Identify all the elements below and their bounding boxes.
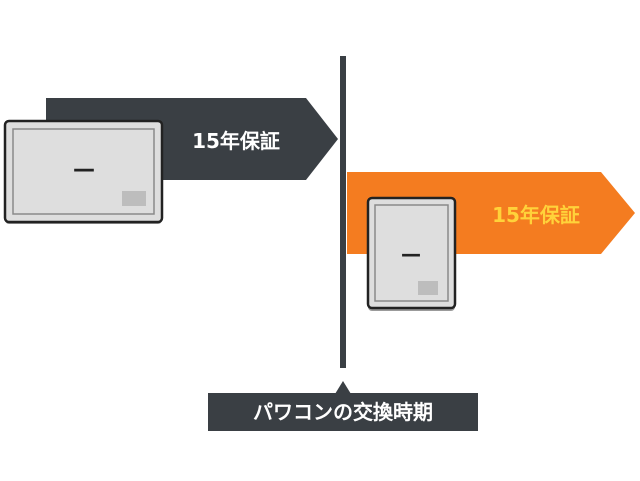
replacement-timing-caption: パワコンの交換時期 (253, 400, 433, 424)
old-device-mark: — (73, 157, 95, 182)
power-conditioner-vertical-icon: — (366, 196, 457, 311)
replacement-divider-line (340, 56, 346, 368)
power-conditioner-horizontal-icon: — (3, 119, 164, 224)
new-warranty-label: 15年保証 (492, 203, 580, 227)
replacement-timing-label: パワコンの交換時期 (208, 381, 478, 431)
new-device-mark: — (401, 242, 421, 266)
old-warranty-label: 15年保証 (192, 129, 280, 153)
